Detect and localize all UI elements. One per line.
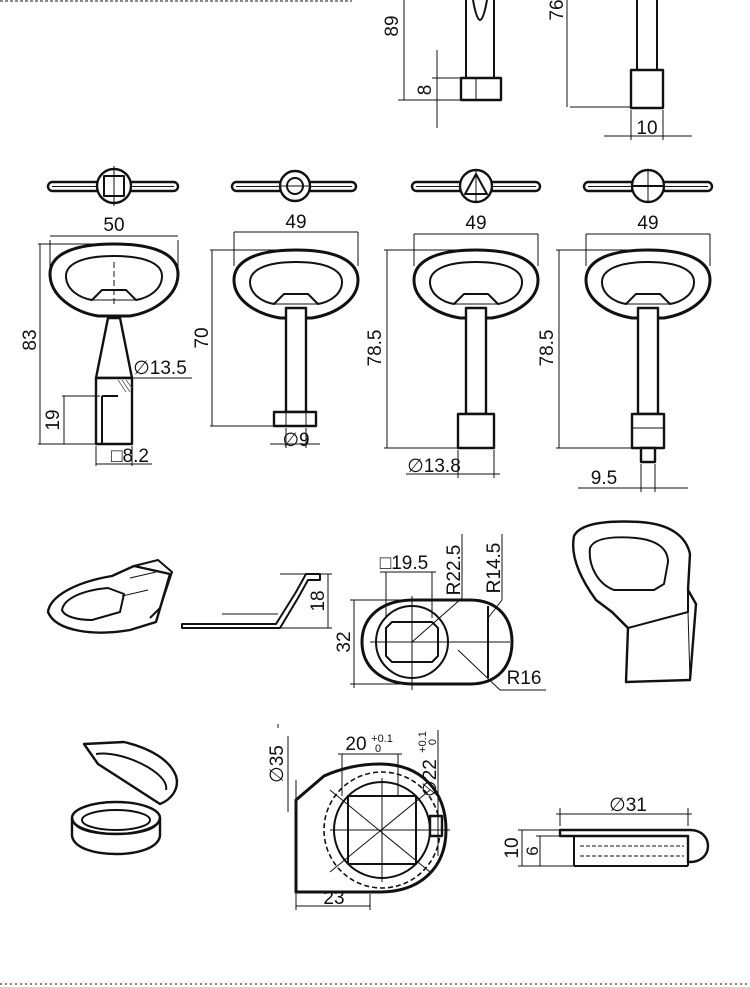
key-slot-width: 49 [637,213,658,234]
key-round-width: 49 [285,212,306,233]
top-key-b: 76 10 [547,0,692,140]
key-round-tip-diameter: ∅9 [282,430,309,451]
key-top-view-round [230,169,358,203]
key-square-front: 50 83 19 ∅13.5 □8.2 [20,215,192,467]
housing-inner-tol-upper: +0.1 [417,731,429,753]
cap-inner: 6 [523,846,542,855]
key-square-width: 50 [103,215,124,236]
top-key-a-tip: 8 [415,85,436,96]
key-round-height: 70 [192,327,213,348]
key-slot-tip-width: 9.5 [591,468,617,489]
key-triangle-height: 78.5 [365,330,386,367]
top-key-a: 89 8 [0,0,503,128]
cam-front-view: □19.5 R22.5 R14.5 R16 32 [334,534,546,691]
key-triangle-front: 49 78.5 ∅13.8 [365,213,540,478]
cam-side-height: 18 [308,590,329,611]
key-triangle-tip-diameter: ∅13.8 [407,456,461,477]
key-slot-front: 49 78.5 9.5 [537,213,712,492]
key-round-front: 49 70 ∅9 [192,212,360,451]
cam-radius-end: R16 [507,668,542,689]
housing-inner-tol-lower: 0 [427,739,439,745]
cap-diameter: ∅31 [609,795,647,816]
key-square-tip-square: □8.2 [111,446,149,467]
key-top-view-slot [582,168,714,204]
cap-height: 10 [502,837,523,858]
housing-inner-diameter: ∅22 [420,759,441,797]
top-key-a-height: 89 [382,15,403,36]
housing-flat-tol-lower: 0 [375,743,381,755]
cam-square: □19.5 [380,553,428,574]
cap-isometric [70,740,179,856]
key-triangle-width: 49 [465,213,486,234]
cam-radius-large: R22.5 [444,545,465,596]
key-top-view-square [46,166,180,206]
lock-housing-front: 23 20 +0.1 0 ∅35 ∅22 +0.1 0 [267,724,450,910]
cam-height: 32 [334,631,355,652]
cam-isometric [46,559,173,634]
cam-side-view: 18 [181,573,332,629]
housing-flat-tol-upper: +0.1 [371,733,393,745]
cam-radius-small: R14.5 [484,543,505,594]
top-key-b-tip-width: 10 [636,118,657,139]
key-square-tip-height: 19 [43,409,64,430]
top-key-b-height: 76 [547,0,568,21]
housing-flat-width: 20 [345,734,366,755]
key-square-diameter: ∅13.5 [133,358,187,379]
housing-base-width: 23 [323,888,344,909]
cam-bracket-isometric [571,520,698,684]
key-top-view-triangle [410,168,542,204]
cap-section: ∅31 10 6 [502,795,710,867]
key-slot-height: 78.5 [537,330,558,367]
key-square-height: 83 [20,329,41,350]
housing-outer-diameter: ∅35 [267,745,288,783]
